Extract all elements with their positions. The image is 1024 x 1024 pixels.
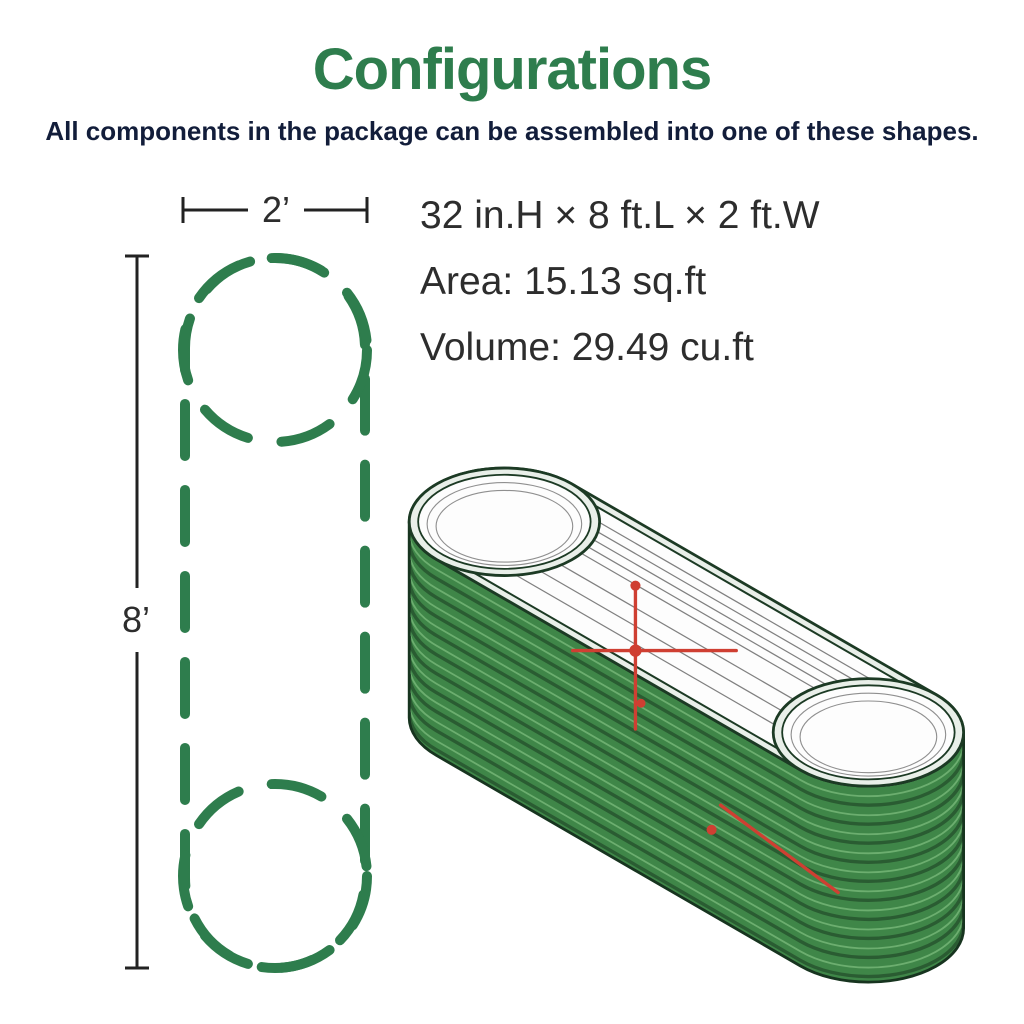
width-dimension: 2’ bbox=[181, 189, 369, 230]
red-brace-rods bbox=[571, 580, 840, 895]
spec-list: 32 in.H × 8 ft.L × 2 ft.W Area: 15.13 sq… bbox=[420, 194, 820, 370]
spec-volume: Volume: 29.49 cu.ft bbox=[420, 326, 754, 369]
front-cylinder-rim bbox=[771, 677, 966, 788]
page-subtitle: All components in the package can be ass… bbox=[45, 116, 979, 146]
back-cylinder-rim bbox=[407, 466, 602, 577]
raised-bed-illustration bbox=[407, 466, 966, 984]
stadium-outline bbox=[180, 253, 370, 973]
bottom-circle-outline bbox=[178, 779, 372, 973]
top-circle-outline bbox=[178, 253, 372, 447]
height-dimension-label: 8’ bbox=[122, 599, 150, 640]
spec-dimensions: 32 in.H × 8 ft.L × 2 ft.W bbox=[420, 194, 820, 237]
height-dimension: 8’ bbox=[122, 254, 150, 970]
top-view-shape-diagram bbox=[178, 253, 372, 973]
width-dimension-label: 2’ bbox=[262, 189, 290, 230]
page-title: Configurations bbox=[312, 37, 712, 102]
spec-area: Area: 15.13 sq.ft bbox=[420, 260, 707, 303]
